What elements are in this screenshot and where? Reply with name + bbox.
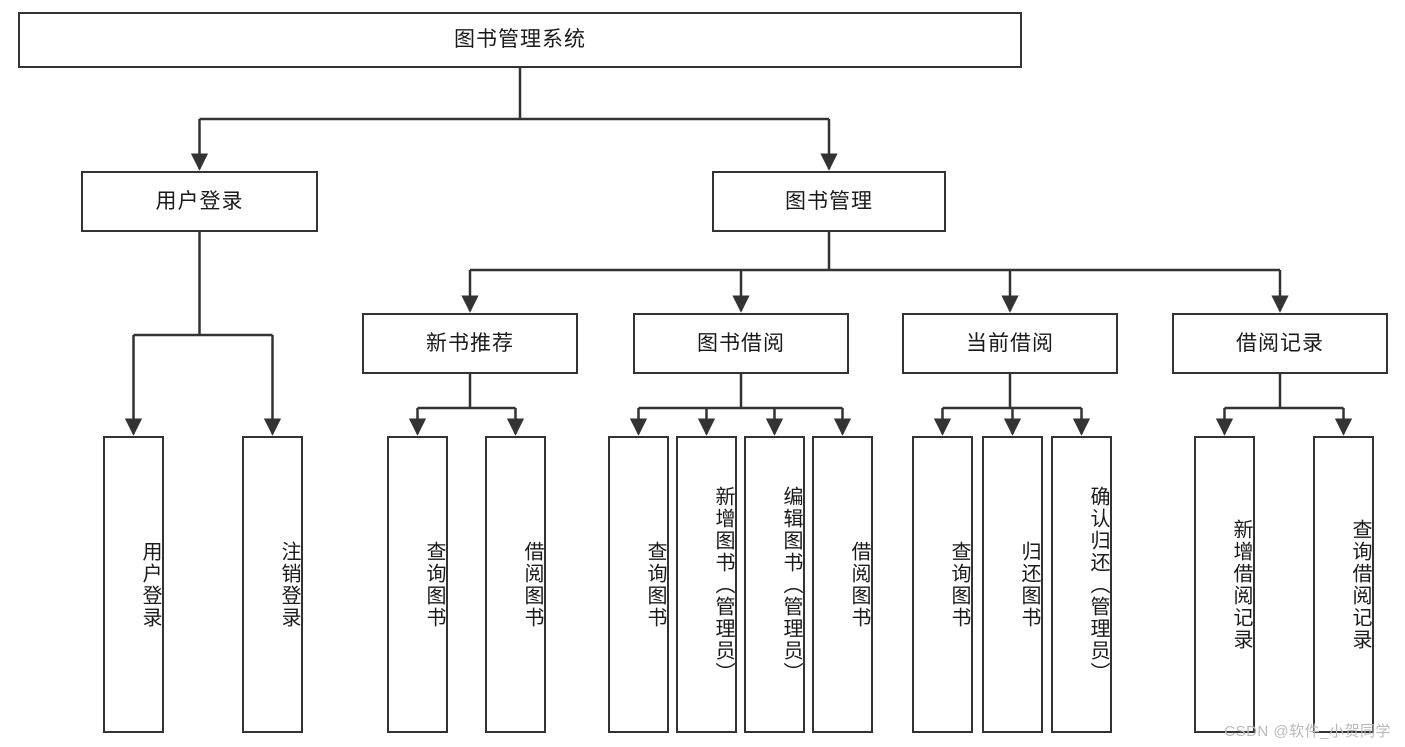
leaf-label: 查询图书 — [423, 540, 445, 629]
leaf-query-borrow-record[interactable]: 查询借阅记录 — [1313, 436, 1374, 733]
node-root-label: 图书管理系统 — [454, 28, 586, 52]
node-book-management[interactable]: 图书管理 — [712, 171, 946, 232]
node-new-book-recommend[interactable]: 新书推荐 — [362, 313, 578, 374]
watermark: CSDN @软件_小贺同学 — [1224, 723, 1391, 740]
leaf-user-login[interactable]: 用户登录 — [103, 436, 164, 733]
leaf-label: 借阅图书 — [848, 540, 870, 629]
leaf-logout[interactable]: 注销登录 — [242, 436, 303, 733]
leaf-add-borrow-record[interactable]: 新增借阅记录 — [1194, 436, 1255, 733]
node-new-book-recommend-label: 新书推荐 — [426, 331, 514, 355]
leaf-edit-book-admin[interactable]: 编辑图书（管理员） — [744, 436, 805, 733]
node-borrow-record[interactable]: 借阅记录 — [1172, 313, 1388, 374]
node-user-login-label: 用户登录 — [155, 189, 244, 213]
leaf-confirm-return-admin[interactable]: 确认归还（管理员） — [1051, 436, 1112, 733]
leaf-borrow-book[interactable]: 借阅图书 — [812, 436, 873, 733]
leaf-label: 借阅图书 — [521, 540, 543, 629]
node-book-management-label: 图书管理 — [785, 189, 873, 213]
leaf-label: 注销登录 — [278, 540, 300, 629]
leaf-label: 归还图书 — [1018, 540, 1040, 629]
leaf-label: 查询图书 — [644, 540, 666, 629]
leaf-query-book-recommend[interactable]: 查询图书 — [387, 436, 448, 733]
node-book-borrow[interactable]: 图书借阅 — [633, 313, 849, 374]
node-current-borrow-label: 当前借阅 — [966, 331, 1054, 355]
leaf-label: 确认归还（管理员） — [1087, 485, 1109, 684]
leaf-borrow-book-recommend[interactable]: 借阅图书 — [485, 436, 546, 733]
leaf-return-book[interactable]: 归还图书 — [982, 436, 1043, 733]
leaf-label: 查询借阅记录 — [1349, 518, 1371, 651]
node-book-borrow-label: 图书借阅 — [697, 331, 785, 355]
leaf-query-book-current[interactable]: 查询图书 — [912, 436, 973, 733]
leaf-label: 查询图书 — [948, 540, 970, 629]
leaf-query-book-borrow[interactable]: 查询图书 — [608, 436, 669, 733]
node-current-borrow[interactable]: 当前借阅 — [902, 313, 1118, 374]
leaf-label: 用户登录 — [139, 540, 161, 629]
leaf-add-book-admin[interactable]: 新增图书（管理员） — [676, 436, 737, 733]
node-user-login[interactable]: 用户登录 — [81, 171, 318, 232]
leaf-label: 编辑图书（管理员） — [780, 485, 802, 684]
node-borrow-record-label: 借阅记录 — [1236, 331, 1324, 355]
node-root[interactable]: 图书管理系统 — [18, 12, 1022, 68]
leaf-label: 新增图书（管理员） — [712, 485, 734, 684]
leaf-label: 新增借阅记录 — [1230, 518, 1252, 651]
